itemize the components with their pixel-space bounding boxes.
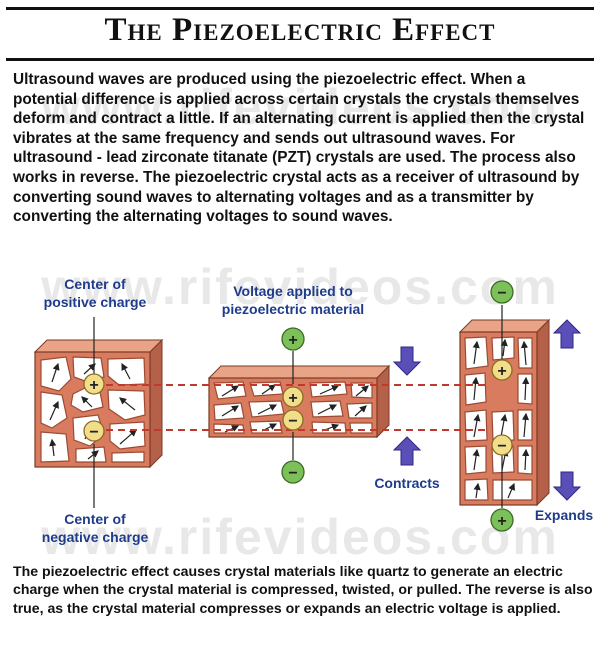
page-title: The Piezoelectric Effect	[104, 12, 496, 48]
negative-center-label: Center of negative charge	[41, 511, 149, 545]
charge-centers	[83, 359, 513, 456]
intro-paragraph: Ultrasound waves are produced using the …	[13, 71, 585, 226]
plus-sign: +	[288, 332, 297, 349]
contracts-label: Contracts	[374, 475, 440, 491]
plus-sign: +	[497, 363, 506, 380]
minus-sign: −	[288, 413, 297, 430]
minus-sign: −	[497, 285, 506, 302]
arrow-down-icon	[392, 346, 422, 376]
plus-sign: +	[497, 513, 506, 530]
title-rule-top	[6, 7, 594, 10]
force-arrows	[392, 319, 582, 501]
minus-sign: −	[288, 465, 297, 482]
charge-level-lines	[106, 384, 488, 431]
expanded-crystal	[458, 318, 551, 507]
arrow-down-icon	[552, 471, 582, 501]
footer-paragraph: The piezoelectric effect causes crystal …	[13, 563, 593, 616]
arrow-up-icon	[392, 436, 422, 466]
voltage-applied-label: Voltage applied to piezoelectric materia…	[221, 283, 365, 317]
electrodes	[281, 280, 514, 532]
plus-sign: +	[288, 390, 297, 407]
sign-glyphs: + − + − + − + − − +	[89, 285, 506, 530]
positive-center-label: Center of positive charge	[43, 276, 147, 310]
neutral-crystal	[33, 338, 164, 469]
minus-sign: −	[89, 424, 98, 441]
pointer-lines	[93, 305, 503, 508]
expands-label: Expands	[534, 507, 594, 523]
plus-sign: +	[89, 377, 98, 394]
title-rule-bottom	[6, 58, 594, 61]
minus-sign: −	[497, 438, 506, 455]
arrow-up-icon	[552, 319, 582, 349]
